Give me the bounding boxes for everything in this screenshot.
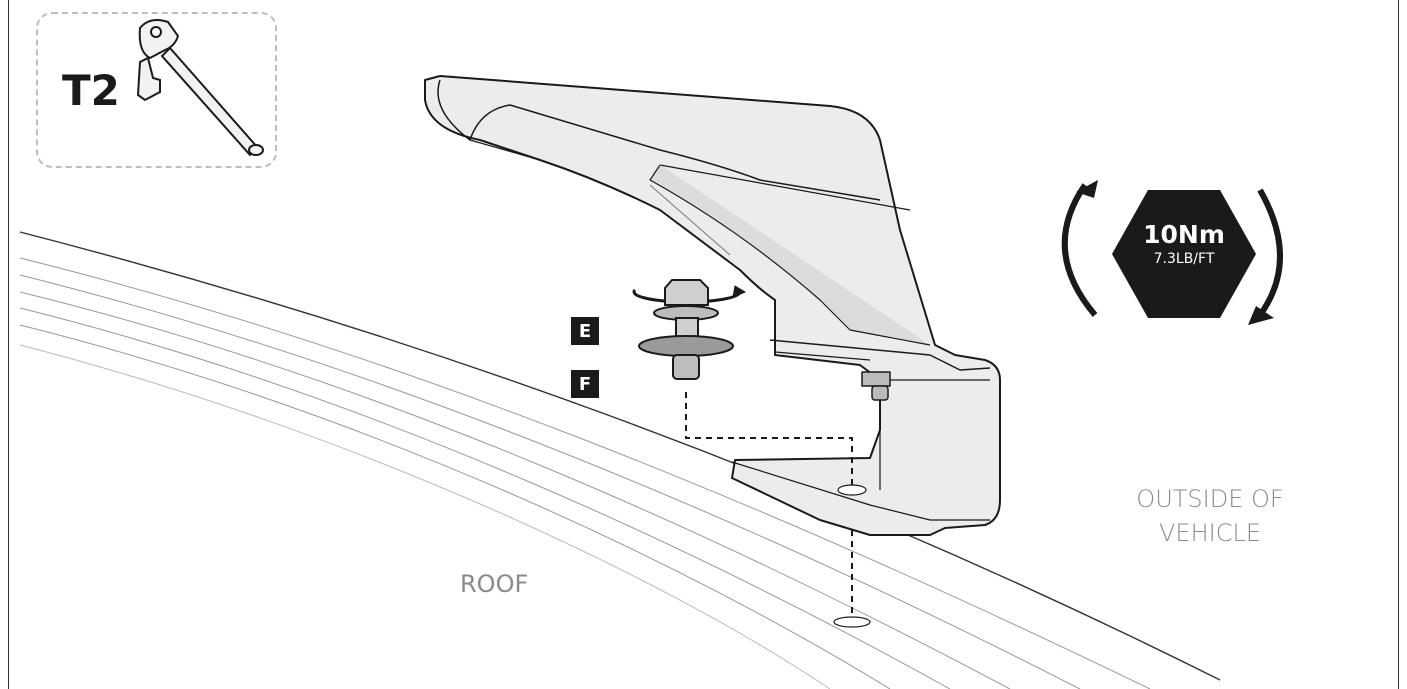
roof-rack-foot <box>424 75 1001 536</box>
tool-label: T2 <box>62 66 120 115</box>
outside-label-line1: OUTSIDE OF <box>1136 485 1284 513</box>
ratchet-wrench-icon <box>136 19 264 157</box>
alignment-guide <box>685 392 853 618</box>
frame-right-border <box>1398 0 1399 689</box>
torque-value: 10Nm <box>1143 220 1225 249</box>
tool-callout <box>36 12 277 168</box>
frame-left-border <box>8 0 9 689</box>
torque-hexagon <box>1112 190 1256 318</box>
torque-imperial: 7.3LB/FT <box>1153 251 1215 267</box>
roof-hole <box>833 616 871 628</box>
part-badge-f: F <box>571 370 599 398</box>
outside-of-vehicle-label: OUTSIDE OF VEHICLE <box>1100 482 1320 550</box>
rotate-arrow-left-icon <box>1061 183 1098 317</box>
roof-surface <box>19 231 1221 689</box>
roof-label: ROOF <box>460 570 529 598</box>
bolt-assembly <box>632 279 747 380</box>
torque-spec-graphic <box>1061 180 1283 325</box>
outside-label-line2: VEHICLE <box>1159 519 1261 547</box>
rotate-arrow-right-icon <box>1257 188 1283 317</box>
part-badge-e: E <box>571 317 599 345</box>
